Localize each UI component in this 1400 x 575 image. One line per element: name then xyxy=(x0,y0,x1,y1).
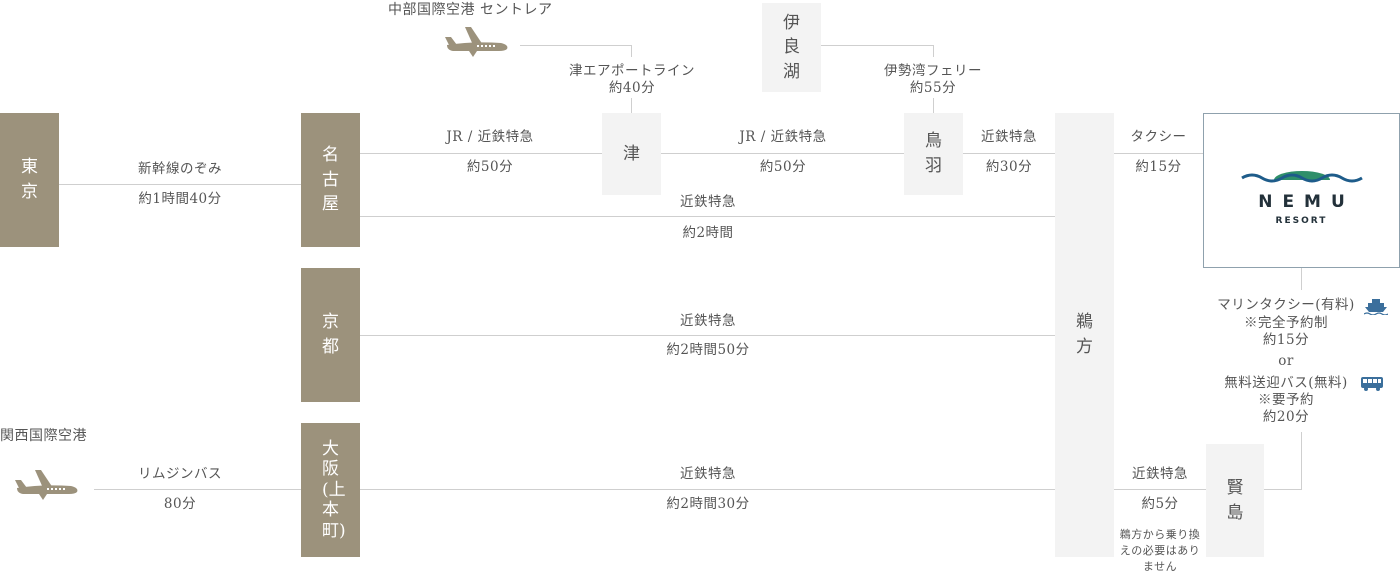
route-line-resort-down xyxy=(1301,432,1302,490)
route-toba-ugata-time: 約30分 xyxy=(985,159,1033,175)
route-line-kansai-osaka xyxy=(94,489,301,490)
airplane-icon xyxy=(15,470,78,500)
station-kashikojima: 賢島 xyxy=(1206,444,1264,557)
resort-logo-name: NEMU xyxy=(1258,192,1355,212)
resort-logo-sub: RESORT xyxy=(1275,216,1328,226)
route-line-nagoya-ugata xyxy=(360,216,1055,217)
route-line-centrair xyxy=(520,45,632,46)
route-tokyo-nagoya-line: 新幹線のぞみ xyxy=(138,161,222,177)
route-line-ugata-resort xyxy=(1114,153,1203,154)
resort-logo-box: NEMU RESORT xyxy=(1203,113,1400,268)
route-line-iragoko-drop2 xyxy=(933,98,934,113)
route-ugata-resort-line: タクシー xyxy=(1130,129,1187,145)
route-line-tokyo-nagoya xyxy=(59,184,301,185)
route-ugata-resort-time: 約15分 xyxy=(1135,159,1182,175)
station-osaka: 大阪(上本町) xyxy=(301,423,360,557)
route-line-centrair-drop2 xyxy=(631,98,632,113)
route-ugata-kashikojima-time: 約5分 xyxy=(1141,496,1179,512)
route-ugata-kashikojima-note: 鵜方から乗り換えの必要はありません xyxy=(1119,528,1201,573)
route-line-tsu-toba xyxy=(661,153,904,154)
shuttle-bus-time: 約20分 xyxy=(1262,409,1310,425)
route-centrair-tsu-line: 津エアポートライン xyxy=(569,63,695,79)
station-kyoto: 京都 xyxy=(301,268,360,402)
route-tsu-toba-line: JR / 近鉄特急 xyxy=(739,129,827,145)
route-kansai-osaka-line: リムジンバス xyxy=(138,466,222,482)
marine-taxi-note: ※完全予約制 xyxy=(1244,315,1328,331)
route-line-iragoko-drop xyxy=(933,45,934,57)
route-line-kyoto-ugata xyxy=(360,335,1055,336)
route-kyoto-ugata-line: 近鉄特急 xyxy=(680,313,736,329)
route-line-resort-up xyxy=(1301,268,1302,290)
route-kansai-osaka-time: 80分 xyxy=(163,496,197,512)
route-line-ugata-kashikojima xyxy=(1114,489,1206,490)
route-ugata-kashikojima-line: 近鉄特急 xyxy=(1132,466,1188,482)
route-iragoko-toba-time: 約55分 xyxy=(909,80,957,96)
access-or: or xyxy=(1278,353,1294,369)
station-tokyo: 東京 xyxy=(0,113,59,247)
airplane-icon xyxy=(445,27,508,57)
route-tokyo-nagoya-time: 約1時間40分 xyxy=(138,191,222,207)
route-centrair-tsu-time: 約40分 xyxy=(608,80,656,96)
route-nagoya-tsu-time: 約50分 xyxy=(466,159,514,175)
shuttle-bus-note: ※要予約 xyxy=(1258,392,1314,408)
station-tsu: 津 xyxy=(602,113,661,195)
route-osaka-ugata-line: 近鉄特急 xyxy=(680,466,736,482)
route-toba-ugata-line: 近鉄特急 xyxy=(981,129,1037,145)
route-line-kashikojima-resort xyxy=(1264,489,1302,490)
bus-icon xyxy=(1361,377,1383,391)
route-line-centrair-drop xyxy=(631,45,632,57)
route-nagoya-ugata-line: 近鉄特急 xyxy=(680,194,736,210)
route-tsu-toba-time: 約50分 xyxy=(759,159,807,175)
route-kyoto-ugata-time: 約2時間50分 xyxy=(666,342,750,358)
station-toba: 鳥羽 xyxy=(904,113,963,195)
route-osaka-ugata-time: 約2時間30分 xyxy=(666,496,750,512)
resort-logo-mark xyxy=(1241,171,1363,190)
airport-label-centrair: 中部国際空港 セントレア xyxy=(388,2,553,18)
station-iragoko: 伊良湖 xyxy=(762,3,821,92)
route-line-toba-ugata xyxy=(963,153,1055,154)
route-iragoko-toba-line: 伊勢湾フェリー xyxy=(884,63,982,79)
station-ugata: 鵜方 xyxy=(1055,113,1114,557)
route-line-nagoya-tsu xyxy=(360,153,602,154)
airport-label-kansai: 関西国際空港 xyxy=(0,428,87,444)
route-line-iragoko xyxy=(821,45,934,46)
station-nagoya: 名古屋 xyxy=(301,113,360,247)
marine-taxi-label: マリンタクシー(有料) xyxy=(1217,297,1355,313)
route-nagoya-tsu-line: JR / 近鉄特急 xyxy=(446,129,534,145)
ship-icon xyxy=(1364,299,1388,315)
route-line-osaka-ugata xyxy=(360,489,1055,490)
route-nagoya-ugata-time: 約2時間 xyxy=(682,225,734,241)
marine-taxi-time: 約15分 xyxy=(1262,332,1310,348)
shuttle-bus-label: 無料送迎バス(無料) xyxy=(1224,375,1348,391)
